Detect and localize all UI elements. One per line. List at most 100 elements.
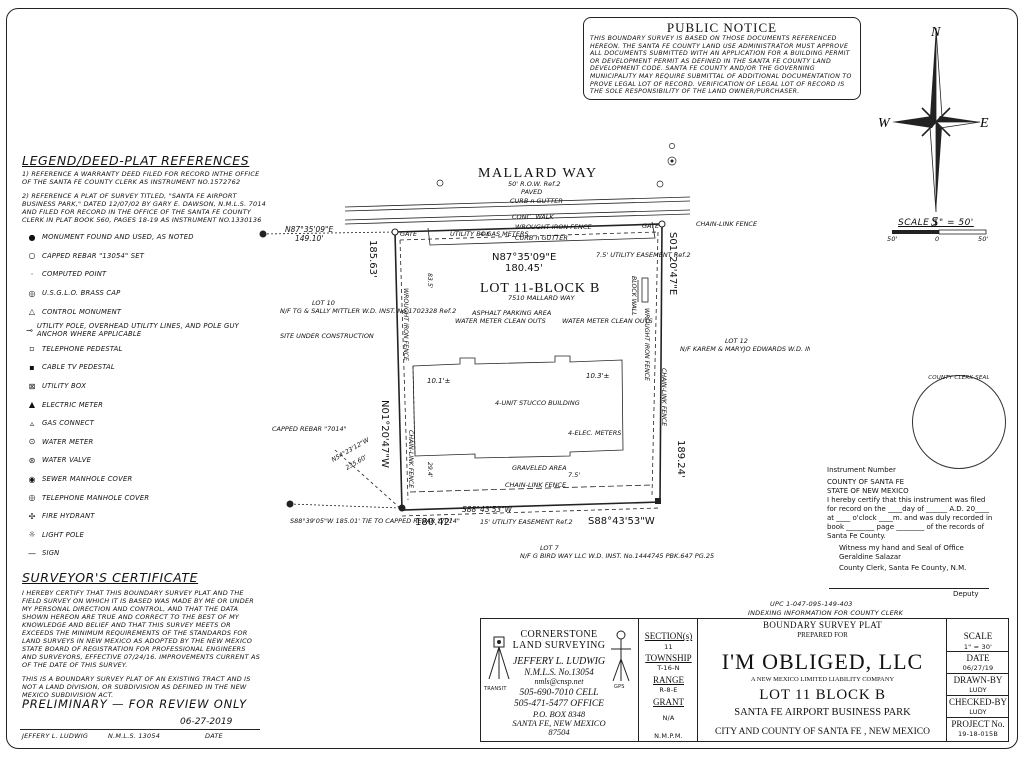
company-cell: TRANSIT GPS CORNERSTONE LAND SURVEYING J…: [481, 619, 638, 741]
company-name: CORNERSTONE LAND SURVEYING: [512, 629, 606, 651]
legend-item: ⊸UTILITY POLE, OVERHEAD UTILITY LINES, A…: [22, 321, 267, 340]
county-of: COUNTY OF SANTA FE: [827, 478, 905, 486]
wrought-iron-fence: WROUGHT IRON FENCE: [515, 223, 593, 231]
section-value: 11: [664, 643, 673, 651]
public-notice-body: THIS BOUNDARY SURVEY IS BASED ON THOSE D…: [590, 35, 852, 96]
legend-symbol-icon: ○: [28, 251, 36, 261]
curb-top: CURB n GUTTER: [510, 197, 563, 205]
lot12-owner: N/F KAREM & MARYJO EDWARDS W.D. INST. No…: [680, 345, 810, 353]
checked-value: LUDY: [969, 708, 987, 716]
surveyor-office: 505-471-5477 OFFICE: [514, 699, 604, 709]
certificate-body: I HEREBY CERTIFY THAT THIS BOUNDARY SURV…: [22, 589, 261, 669]
certificate-note: THIS IS A BOUNDARY SURVEY PLAT OF AN EXI…: [22, 675, 251, 699]
legend-symbol-icon: ◎: [28, 493, 36, 503]
tie-distance: 235.60': [345, 454, 369, 472]
legend-item: ·COMPUTED POINT: [22, 265, 267, 284]
gps-label: GPS: [614, 684, 625, 690]
scale-label: SCALE: [963, 631, 993, 641]
legend-item: ▲ELECTRIC METER: [22, 395, 267, 414]
legend-symbol-icon: ☼: [28, 530, 36, 540]
wrought-west-label: WROUGHT IRON FENCE: [402, 288, 409, 361]
title-block: TRANSIT GPS CORNERSTONE LAND SURVEYING J…: [480, 618, 1009, 742]
legend-item: ▪CABLE TV PEDESTAL: [22, 358, 267, 377]
scale-tick-right: 50': [978, 235, 989, 243]
utility-easement-top: 7.5' UTILITY EASEMENT Ref.2: [596, 251, 691, 259]
county-witness: Witness my hand and Seal of Office Geral…: [839, 544, 964, 561]
legend-symbol-icon: ●: [28, 232, 36, 242]
nmpm-label: N.M.P.M.: [654, 732, 683, 740]
survey-sheet: [6, 8, 1018, 749]
west-distance: 185.63': [367, 240, 378, 278]
legend-symbol-icon: ⊙: [28, 437, 36, 447]
signature-line: [20, 729, 260, 730]
surveyor-email: nmls@cnsp.net: [534, 677, 584, 686]
legend-symbol-icon: ◉: [28, 474, 36, 484]
legend-title: LEGEND/DEED-PLAT REFERENCES: [22, 153, 250, 168]
legend-ref-2: 2) REFERENCE A PLAT OF SURVEY TITLED, "S…: [22, 192, 266, 224]
meta-divider: [947, 673, 1009, 674]
lot7: LOT 7: [540, 544, 560, 552]
section-label: SECTION(s): [644, 631, 693, 641]
gate-nw: GATE: [400, 230, 418, 238]
legend-item: ▵GAS CONNECT: [22, 414, 267, 433]
lot-title: LOT 11-BLOCK B: [480, 281, 600, 296]
east-distance: 189.24': [675, 440, 686, 478]
location-line: CITY AND COUNTY OF SANTA FE , NEW MEXICO: [714, 727, 931, 737]
legend-item-label: UTILITY BOX: [42, 382, 87, 391]
county-clerk-seal: COUNTY CLERK SEAL: [912, 375, 1006, 469]
south-bearing-2: S88°43'53"W: [588, 516, 655, 527]
dim-10-1: 10.1'±: [427, 377, 451, 385]
grant-value: N/A: [662, 714, 675, 722]
legend-symbol-icon: ◎: [28, 288, 36, 298]
lot-address: 7510 MALLARD WAY: [508, 294, 575, 302]
street-name: MALLARD WAY: [478, 166, 598, 181]
dim-83-5: 83.5': [426, 273, 433, 289]
public-notice: PUBLIC NOTICE THIS BOUNDARY SURVEY IS BA…: [583, 17, 861, 100]
prepared-for: PREPARED FOR: [797, 631, 848, 639]
legend-item-label: CONTROL MONUMENT: [42, 307, 122, 316]
legend: LEGEND/DEED-PLAT REFERENCES 1) REFERENCE…: [22, 153, 267, 563]
chainlink-west-label: CHAIN-LINK FENCE: [407, 430, 414, 488]
legend-item: ◉ SEWER MANHOLE COVER: [22, 470, 267, 489]
east-label: E: [979, 116, 989, 131]
legend-item: ⊙WATER METER: [22, 433, 267, 452]
graveled-area: GRAVELED AREA: [512, 464, 567, 472]
signature-nmls: N.M.L.S. 13054: [108, 732, 161, 740]
legend-item-label: U.S.G.L.O. BRASS CAP: [42, 289, 121, 298]
public-notice-title: PUBLIC NOTICE: [666, 20, 778, 35]
upc-number: UPC 1-047-095-149-403: [770, 600, 853, 608]
drawn-label: DRAWN-BY: [953, 675, 1003, 685]
street-row: 50' R.O.W. Ref.2: [508, 180, 561, 188]
legend-symbol-icon: ▲: [28, 400, 36, 410]
certificate-title: SURVEYOR'S CERTIFICATE: [22, 570, 199, 585]
chainlink-north: CHAIN-LINK FENCE: [696, 220, 758, 228]
legend-ref-1: 1) REFERENCE A WARRANTY DEED FILED FOR R…: [22, 170, 260, 186]
scale-tick-left: 50': [887, 235, 898, 243]
building-label: 4-UNIT STUCCO BUILDING: [495, 399, 580, 407]
surveyors-certificate: SURVEYOR'S CERTIFICATE I HEREBY CERTIFY …: [22, 570, 262, 699]
checked-label: CHECKED-BY: [949, 697, 1007, 707]
scale-text: SCALE 1" = 50': [898, 218, 974, 228]
legend-item: ◎TELEPHONE MANHOLE COVER: [22, 488, 267, 507]
legend-item-label: SEWER MANHOLE COVER: [42, 475, 133, 484]
dim-10-3: 10.3'±: [586, 372, 610, 380]
east-bearing: S01°20'47"E: [667, 232, 678, 295]
utility-box-label: UTILITY BOX: [450, 230, 491, 238]
deputy-line: [829, 588, 989, 589]
conc-walk: CONC. WALK: [512, 213, 554, 221]
dim-29-4: 29.4': [426, 462, 433, 478]
legend-item: ◎ U.S.G.L.O. BRASS CAP: [22, 284, 267, 303]
lot10: LOT 10: [312, 299, 335, 307]
preliminary-stamp: PRELIMINARY — FOR REVIEW ONLY: [22, 697, 247, 711]
legend-item: ✣FIRE HYDRANT: [22, 507, 267, 526]
legend-item: △CONTROL MONUMENT: [22, 302, 267, 321]
surveyor-city: SANTA FE, NEW MEXICO: [512, 718, 606, 728]
legend-symbol-icon: ⊛: [28, 455, 36, 465]
south-bearing: S88°43'53"W: [462, 505, 513, 514]
legend-list: ●MONUMENT FOUND AND USED, AS NOTED○CAPPE…: [22, 228, 267, 563]
surveyor-cell: 505-690-7010 CELL: [519, 688, 599, 698]
range-value: R-8-E: [659, 686, 678, 694]
scale-value: 1" = 30': [963, 643, 993, 651]
legend-item-label: CABLE TV PEDESTAL: [42, 363, 115, 372]
dim-7-5: 7.5': [568, 471, 580, 479]
